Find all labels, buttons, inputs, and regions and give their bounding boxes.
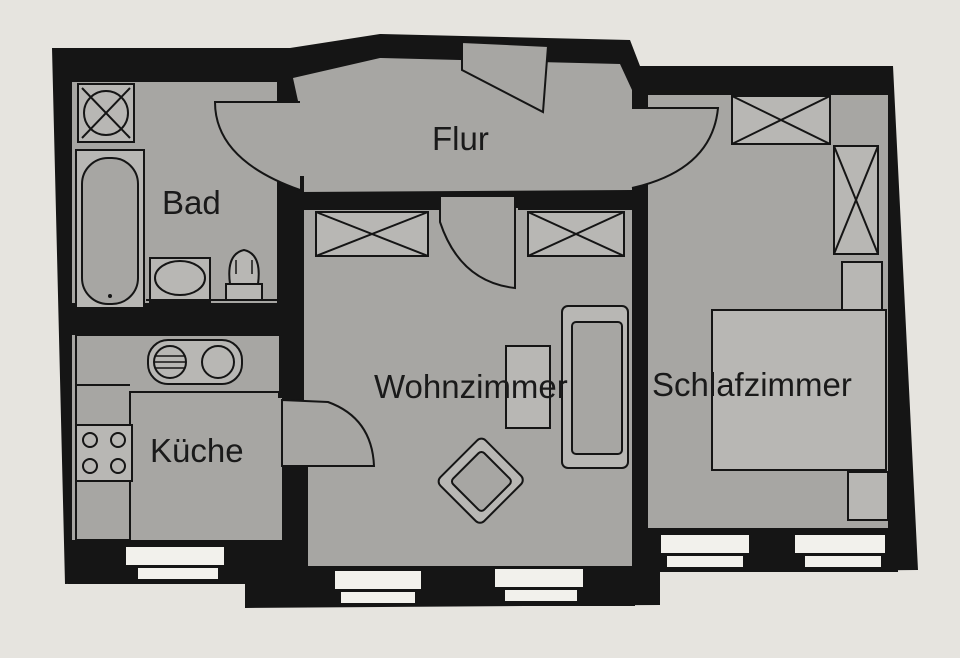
schlafzimmer-wardrobe-top: [731, 95, 831, 145]
door-flur-schlafzimmer: [631, 107, 720, 189]
window-wohnzimmer-right: [493, 567, 585, 603]
room-flur-floor: [293, 58, 632, 192]
kueche-counter: [75, 334, 281, 541]
window-schlafzimmer-right: [793, 533, 887, 569]
wall-wohnzimmer-schlafzimmer: [632, 188, 648, 570]
bad-washbasin: [149, 257, 211, 303]
bad-bathtub: [75, 149, 145, 309]
wohnzimmer-armchair: [437, 437, 524, 524]
label-schlafzimmer: Schlafzimmer: [652, 366, 852, 403]
label-bad: Bad: [162, 184, 221, 221]
schlafzimmer-bed: [711, 261, 889, 521]
wall-flur-wohnzimmer-right: [518, 192, 648, 210]
window-schlafzimmer-left: [659, 533, 751, 569]
schlafzimmer-wardrobe-right: [833, 145, 879, 255]
label-flur: Flur: [432, 120, 489, 157]
wohnzimmer-coffee-table: [505, 345, 551, 429]
door-entrance: [461, 40, 550, 114]
kueche-stove: [75, 424, 133, 482]
kueche-sink: [147, 339, 243, 385]
bad-shower-tray: [77, 83, 135, 143]
door-flur-bad: [213, 101, 301, 191]
wohnzimmer-cabinet-right: [527, 211, 625, 257]
door-flur-wohnzimmer: [439, 195, 516, 290]
window-kueche: [124, 545, 226, 581]
wall-bad-flur: [278, 176, 304, 398]
bad-toilet: [225, 248, 263, 301]
wohnzimmer-sofa: [561, 305, 629, 469]
wall-flur-wohnzimmer-left: [300, 192, 440, 210]
label-wohnzimmer: Wohnzimmer: [374, 368, 568, 405]
label-kueche: Küche: [150, 432, 244, 469]
door-kueche-wohnzimmer: [281, 398, 376, 467]
window-wohnzimmer-left: [333, 569, 423, 605]
wohnzimmer-cabinet-left: [315, 211, 429, 257]
